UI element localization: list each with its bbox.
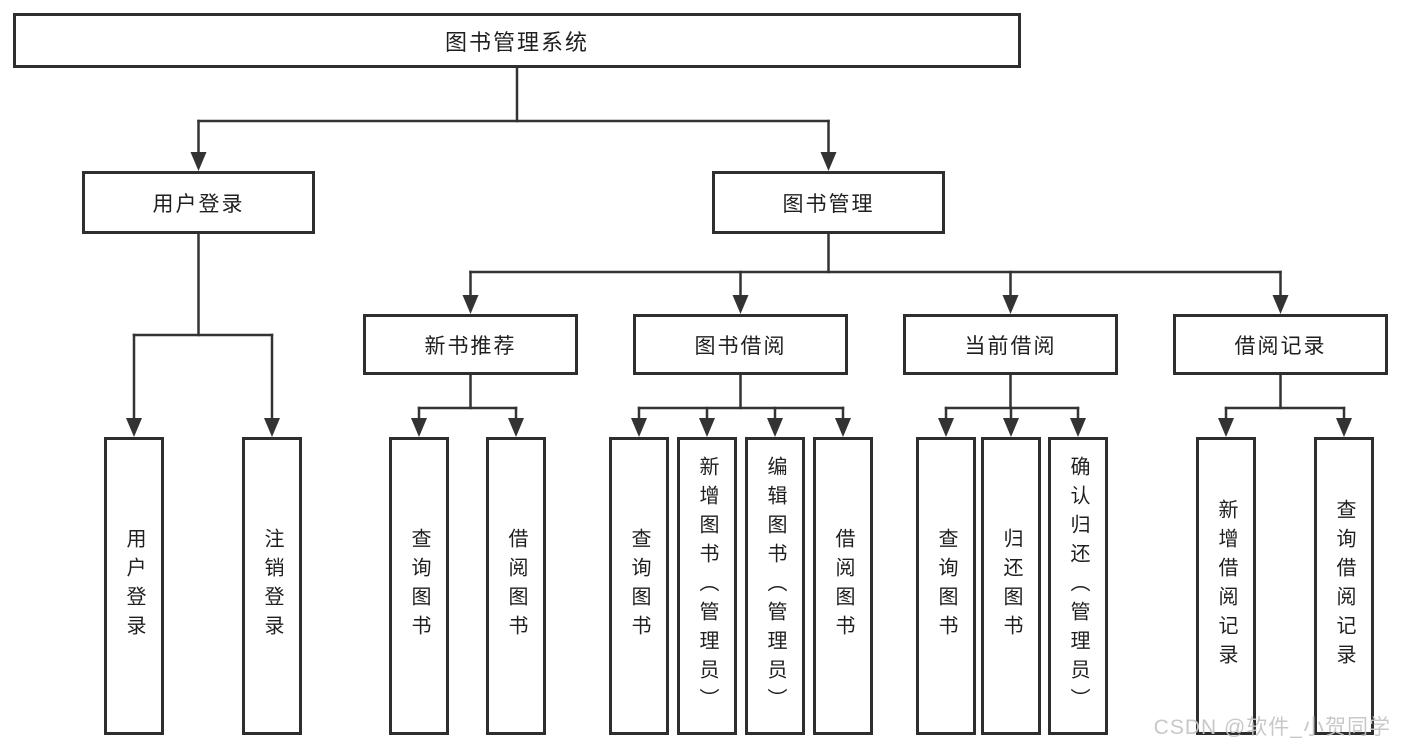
node-book-management: 图书管理 bbox=[712, 171, 945, 234]
leaf-confirm-return-admin-label: 确认归还（管理员） bbox=[1067, 455, 1089, 717]
node-current-borrowing: 当前借阅 bbox=[903, 314, 1118, 375]
leaf-query-books-borrowing-label: 查询图书 bbox=[628, 528, 650, 644]
leaf-return-books: 归还图书 bbox=[981, 437, 1041, 735]
leaf-user-login-label: 用户登录 bbox=[123, 528, 145, 644]
leaf-borrow-books: 借阅图书 bbox=[813, 437, 873, 735]
leaf-borrow-books-recommend: 借阅图书 bbox=[486, 437, 546, 735]
node-book-borrowing: 图书借阅 bbox=[633, 314, 848, 375]
leaf-add-books-admin: 新增图书（管理员） bbox=[677, 437, 737, 735]
leaf-query-books-current-label: 查询图书 bbox=[935, 528, 957, 644]
leaf-query-books-recommend-label: 查询图书 bbox=[408, 528, 430, 644]
leaf-query-borrow-record: 查询借阅记录 bbox=[1314, 437, 1374, 735]
leaf-add-borrow-record: 新增借阅记录 bbox=[1196, 437, 1256, 735]
leaf-logout-label: 注销登录 bbox=[261, 528, 283, 644]
leaf-add-borrow-record-label: 新增借阅记录 bbox=[1215, 499, 1237, 673]
leaf-confirm-return-admin: 确认归还（管理员） bbox=[1048, 437, 1108, 735]
leaf-query-books-recommend: 查询图书 bbox=[389, 437, 449, 735]
leaf-add-books-admin-label: 新增图书（管理员） bbox=[696, 455, 718, 717]
leaf-borrow-books-recommend-label: 借阅图书 bbox=[505, 528, 527, 644]
node-borrowing-records: 借阅记录 bbox=[1173, 314, 1388, 375]
node-library-management-system: 图书管理系统 bbox=[13, 13, 1021, 68]
leaf-edit-books-admin: 编辑图书（管理员） bbox=[745, 437, 805, 735]
node-user-login: 用户登录 bbox=[82, 171, 315, 234]
leaf-query-borrow-record-label: 查询借阅记录 bbox=[1333, 499, 1355, 673]
leaf-edit-books-admin-label: 编辑图书（管理员） bbox=[764, 455, 786, 717]
leaf-return-books-label: 归还图书 bbox=[1000, 528, 1022, 644]
leaf-query-books-borrowing: 查询图书 bbox=[609, 437, 669, 735]
leaf-borrow-books-label: 借阅图书 bbox=[832, 528, 854, 644]
leaf-query-books-current: 查询图书 bbox=[916, 437, 976, 735]
leaf-user-login: 用户登录 bbox=[104, 437, 164, 735]
csdn-watermark: CSDN @软件_小贺同学 bbox=[1153, 716, 1391, 739]
leaf-logout: 注销登录 bbox=[242, 437, 302, 735]
node-new-book-recommendation: 新书推荐 bbox=[363, 314, 578, 375]
